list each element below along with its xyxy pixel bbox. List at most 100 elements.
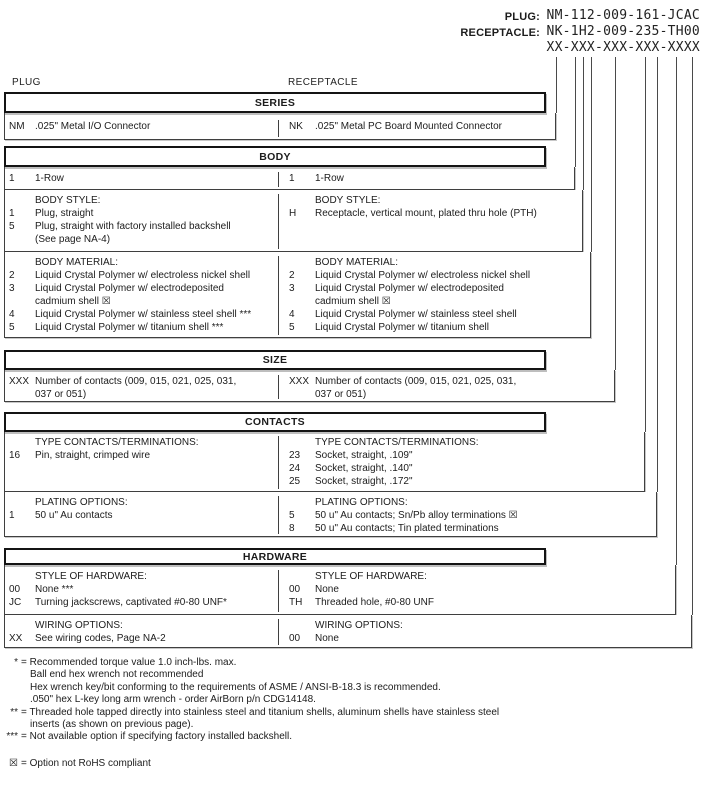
option-code: 2 <box>9 270 15 281</box>
option-line: ***= Not available option if specifying … <box>4 731 700 743</box>
option-line: *= Recommended torque value 1.0 inch-lbs… <box>4 657 700 669</box>
callout-line-body-style <box>583 57 584 190</box>
option-desc: BODY MATERIAL: <box>35 257 118 268</box>
hardware-style-options-row: STYLE OF HARDWARE: 00 None *** JC Turning ja… <box>4 565 676 615</box>
option-desc: Liquid Crystal Polymer w/ electroless ni… <box>315 270 531 281</box>
option-desc: Hex wrench key/bit conforming to the req… <box>30 681 441 693</box>
rohs-footnote: ☒= Option not RoHS compliant <box>4 758 700 770</box>
option-desc: STYLE OF HARDWARE: <box>315 571 427 582</box>
option-line: WIRING OPTIONS: <box>279 619 691 632</box>
option-code: ☒ <box>9 757 18 769</box>
option-code: 24 <box>289 463 301 474</box>
option-desc: = Not available option if specifying fac… <box>21 731 292 743</box>
contact-type-left-options: TYPE CONTACTS/TERMINATIONS: 16 Pin, straig… <box>5 436 278 491</box>
option-code: 00 <box>289 633 301 644</box>
option-desc: Liquid Crystal Polymer w/ stainless stee… <box>35 309 252 320</box>
option-line: JC Turning jackscrews, captivated #0-80 U… <box>5 596 278 609</box>
option-desc: 1-Row <box>315 173 344 184</box>
option-code <box>7 194 35 207</box>
option-code: NK <box>289 121 303 132</box>
option-line: 5 Liquid Crystal Polymer w/ titanium shel… <box>279 321 590 334</box>
option-desc: = Option not RoHS compliant <box>21 757 151 769</box>
option-code: 1 <box>9 510 15 521</box>
option-desc: Plug, straight <box>35 208 94 219</box>
option-line: 23 Socket, straight, .109" <box>279 449 644 462</box>
option-desc: PLATING OPTIONS: <box>315 497 408 508</box>
option-code: 16 <box>9 450 21 461</box>
option-line: STYLE OF HARDWARE: <box>5 570 278 583</box>
option-line: NM.025" Metal I/O Connector <box>5 120 278 133</box>
option-desc: inserts (as shown on previous page). <box>30 719 194 731</box>
option-desc: Socket, straight, .172" <box>315 476 413 487</box>
option-code: *** <box>6 731 18 743</box>
callout-line-contact-type <box>645 57 646 432</box>
section-header-contacts: CONTACTS <box>4 412 546 432</box>
option-desc: Pin, straight, crimped wire <box>35 450 151 461</box>
contact-type-options-row: TYPE CONTACTS/TERMINATIONS: 16 Pin, straig… <box>4 432 645 492</box>
option-desc: None *** <box>35 584 74 595</box>
option-desc: 037 or 051) <box>35 389 87 400</box>
option-desc: WIRING OPTIONS: <box>35 620 123 631</box>
option-line: cadmium shell ☒ <box>279 295 590 308</box>
option-line: BODY MATERIAL: <box>5 256 278 269</box>
option-line: BODY STYLE: <box>5 194 278 207</box>
option-desc: Socket, straight, .109" <box>315 450 413 461</box>
callout-line-hardware-style <box>676 57 677 565</box>
option-code: 2 <box>289 270 295 281</box>
option-code: 23 <box>289 450 301 461</box>
option-line: **= Threaded hole tapped directly into s… <box>4 707 700 719</box>
option-line: STYLE OF HARDWARE: <box>279 570 675 583</box>
option-desc: None <box>315 633 339 644</box>
series-left-options: NM.025" Metal I/O Connector <box>5 120 278 139</box>
option-desc: Turning jackscrews, captivated #0-80 UNF… <box>35 597 227 608</box>
part-number-values: NM-112-009-161-JCAC NK-1H2-009-235-TH00 … <box>547 8 700 56</box>
option-code: 00 <box>289 584 301 595</box>
option-desc: Plug, straight with factory installed ba… <box>35 221 231 232</box>
plug-part-number: NM-112-009-161-JCAC <box>546 8 700 23</box>
option-desc: 037 or 051) <box>315 389 367 400</box>
option-code: 5 <box>289 322 295 333</box>
option-code: JC <box>9 597 22 608</box>
wiring-right-options: WIRING OPTIONS:00 None <box>278 619 691 645</box>
option-desc: .025" Metal PC Board Mounted Connector <box>315 121 502 132</box>
size-title: SIZE <box>262 354 288 366</box>
option-desc: TYPE CONTACTS/TERMINATIONS: <box>35 437 199 448</box>
receptacle-column-label: RECEPTACLE <box>288 77 358 88</box>
option-code: XX <box>9 633 23 644</box>
asterisk-footnotes: *= Recommended torque value 1.0 inch-lbs… <box>4 657 700 744</box>
option-code: XXX <box>9 376 30 387</box>
option-code <box>287 619 315 632</box>
option-line: WIRING OPTIONS: <box>5 619 278 632</box>
series-options-row: NM.025" Metal I/O Connector NK .025" Meta… <box>4 113 556 140</box>
option-desc: Liquid Crystal Polymer w/ titanium shell <box>315 322 489 333</box>
option-code: 3 <box>289 283 295 294</box>
option-line: 037 or 051) <box>5 388 278 401</box>
option-desc: .025" Metal I/O Connector <box>35 121 151 132</box>
option-code <box>7 388 35 401</box>
option-code: 4 <box>289 309 295 320</box>
option-code: H <box>289 208 297 219</box>
